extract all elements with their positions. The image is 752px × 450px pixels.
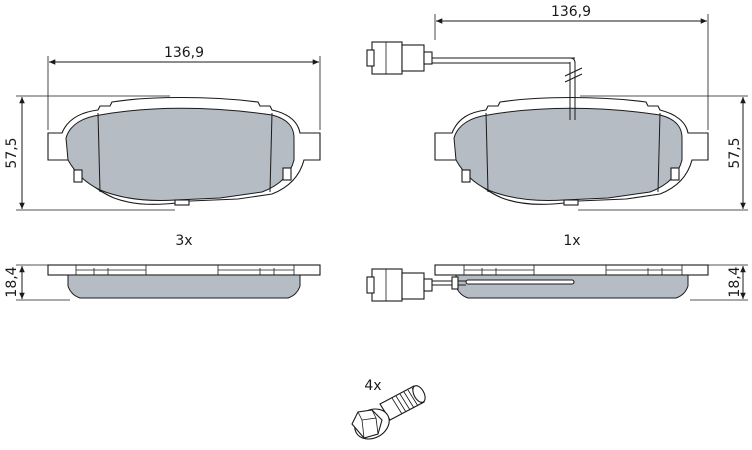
left-height-dimension: 57,5 <box>4 95 175 211</box>
right-thickness-dimension: 18,4 <box>690 264 748 301</box>
right-width-label: 136,9 <box>551 4 591 20</box>
right-pad-top-view <box>366 41 709 206</box>
right-height-label: 57,5 <box>727 137 743 168</box>
left-thickness-dimension: 18,4 <box>4 264 70 301</box>
left-width-label: 136,9 <box>164 45 204 61</box>
right-height-dimension: 57,5 <box>578 95 748 211</box>
left-pad-side-view <box>47 264 321 299</box>
right-thickness-label: 18,4 <box>727 266 743 297</box>
bolt-drawing <box>351 385 426 440</box>
left-height-label: 57,5 <box>4 137 20 168</box>
bolt-quantity-label: 4x <box>364 378 381 394</box>
left-width-dimension: 136,9 <box>47 45 321 130</box>
left-quantity-label: 3x <box>175 233 192 249</box>
right-width-dimension: 136,9 <box>434 4 709 130</box>
left-pad-top-view <box>47 96 321 206</box>
right-quantity-label: 1x <box>563 233 580 249</box>
left-thickness-label: 18,4 <box>4 266 20 297</box>
right-pad-side-view <box>366 264 709 302</box>
